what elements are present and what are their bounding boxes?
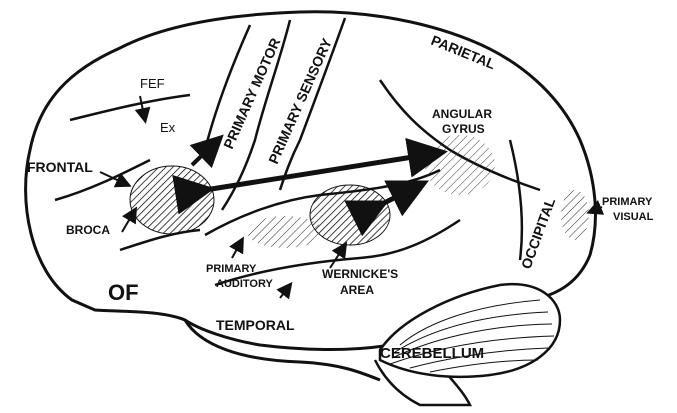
primary-visual-region: [561, 190, 589, 240]
label-cerebellum: CEREBELLUM: [380, 345, 484, 362]
label-pointers: [99, 95, 605, 300]
cerebellum-shape: [378, 282, 562, 379]
label-fef: FEF: [140, 76, 165, 91]
label-ex: Ex: [160, 120, 176, 135]
label-broca: BROCA: [66, 223, 110, 237]
primary-auditory-region: [247, 216, 323, 248]
arcuate-fasciculus-arrow: [172, 137, 448, 215]
label-primary-auditory-line2: AUDITORY: [216, 278, 274, 290]
ex-arrow: [189, 134, 224, 169]
wernicke-angular-arrow: [344, 180, 429, 237]
temporal-lobe-outline: [183, 319, 381, 382]
angular-gyrus-region: [425, 135, 495, 195]
label-primary-motor: PRIMARY MOTOR: [220, 36, 283, 152]
label-of: OF: [108, 280, 139, 305]
label-primary-auditory-line1: PRIMARY: [206, 263, 257, 275]
label-wernicke-line2: AREA: [340, 283, 374, 297]
label-primary-visual-line2: VISUAL: [613, 211, 654, 223]
label-frontal: FRONTAL: [27, 159, 93, 175]
label-temporal: TEMPORAL: [216, 317, 295, 333]
label-angular-line2: GYRUS: [442, 122, 485, 136]
label-angular-line1: ANGULAR: [432, 107, 492, 121]
cerebellum-folia: [389, 299, 555, 373]
label-wernicke-line1: WERNICKE'S: [322, 267, 398, 281]
label-occipital: OCCIPITAL: [518, 195, 559, 271]
wernicke-area-region: [309, 184, 391, 246]
broca-area-region: [129, 165, 215, 235]
cerebrum-outline: [24, 10, 597, 351]
label-primary-visual-line1: PRIMARY: [602, 196, 653, 208]
